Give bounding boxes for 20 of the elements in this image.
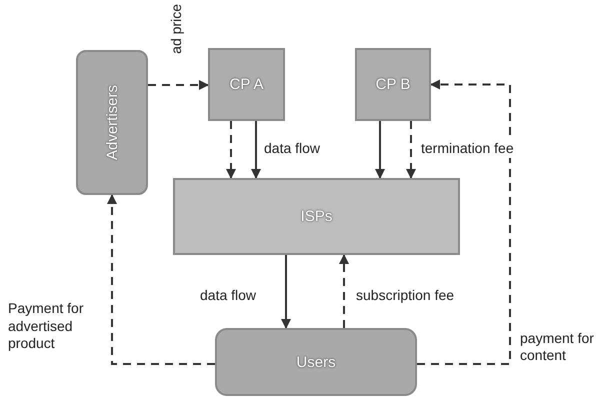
process-box [208, 48, 285, 121]
arrow [148, 80, 209, 90]
arrow [417, 80, 511, 365]
process-box [173, 178, 460, 255]
process-box [355, 48, 431, 121]
arrow [107, 194, 215, 365]
arrow [251, 121, 261, 179]
rounded-box [76, 50, 148, 195]
arrow [406, 121, 416, 179]
arrow [226, 121, 236, 179]
node-label: CP B [376, 76, 410, 93]
node-label: Advertisers [104, 84, 120, 160]
arrow [281, 255, 291, 329]
arrow [375, 121, 385, 179]
node-label: ISPs [300, 208, 332, 225]
edge-label: ad price [168, 4, 186, 54]
node-label: CP A [230, 76, 264, 93]
arrow [339, 254, 349, 328]
rounded-box [215, 328, 417, 396]
node-label: Users [296, 354, 336, 370]
